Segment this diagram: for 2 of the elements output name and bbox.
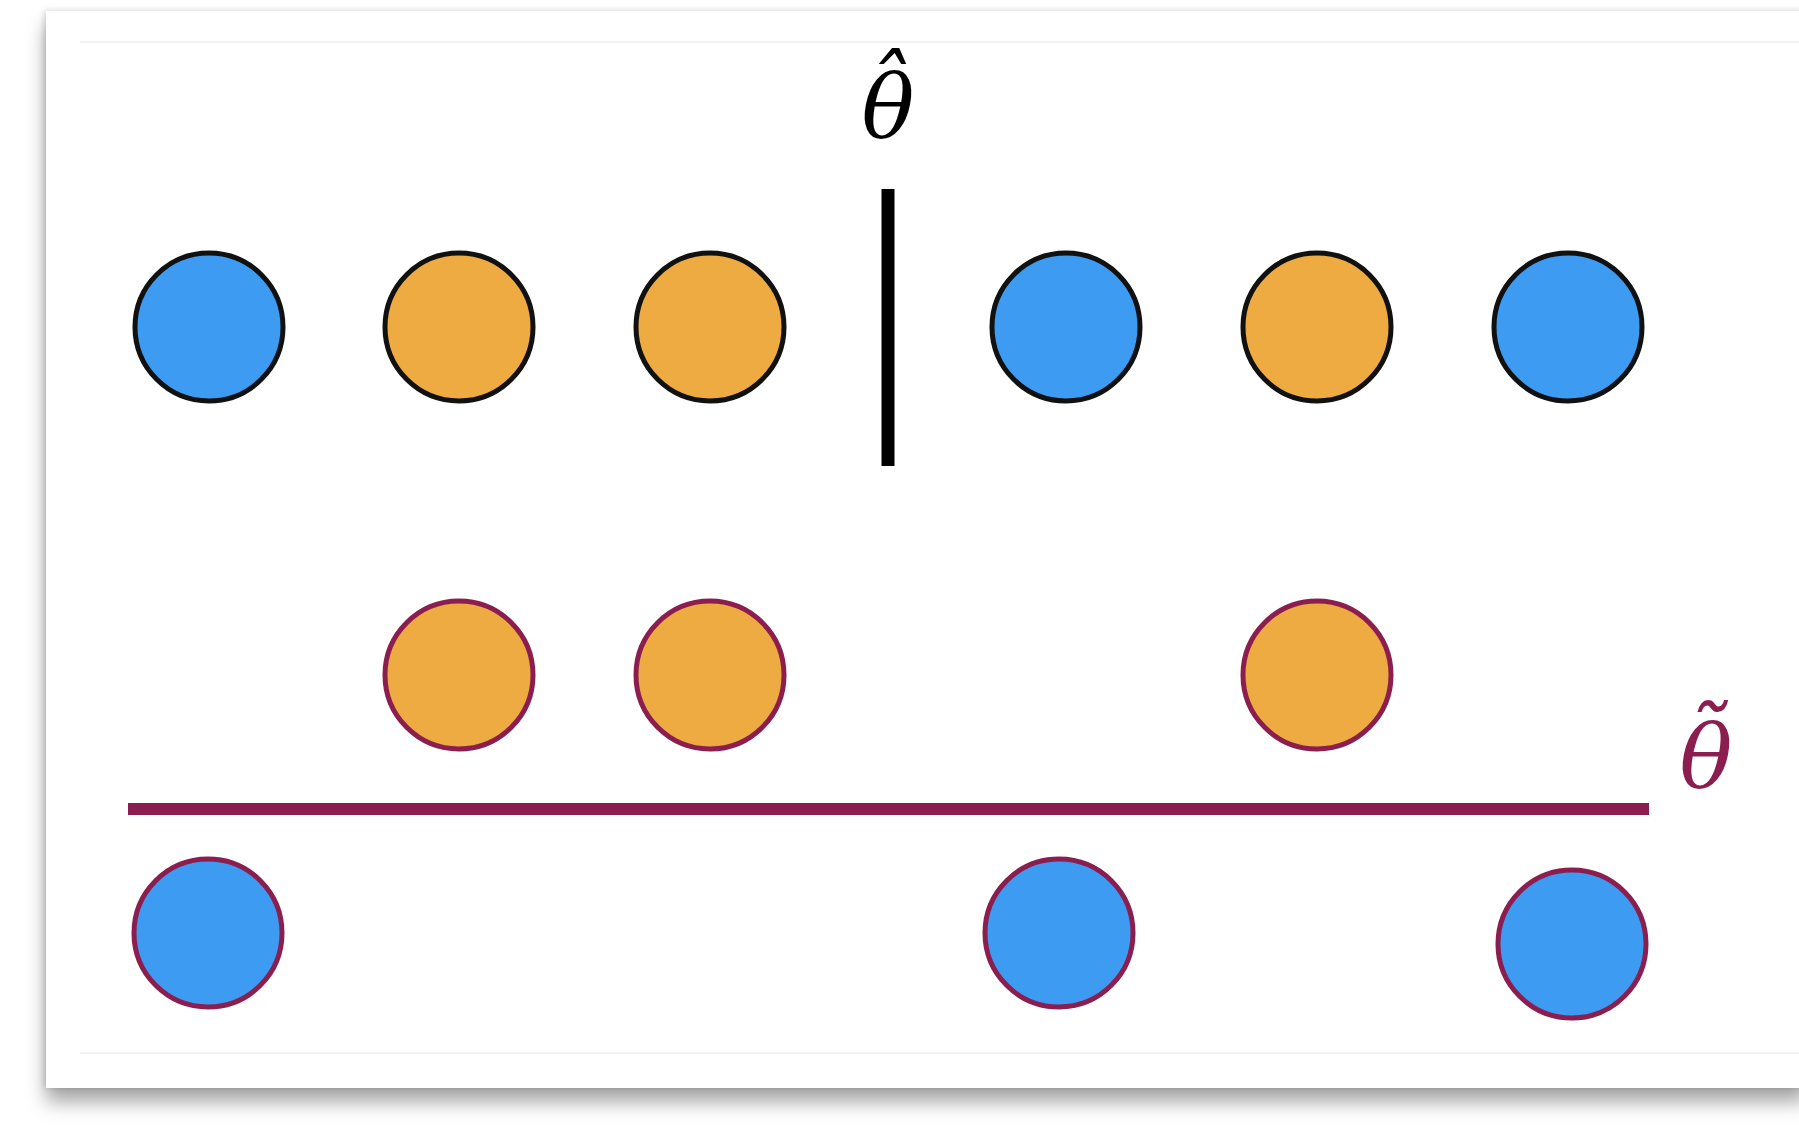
threshold-label: θ̃	[1679, 700, 1733, 815]
threshold-label: θ̂	[861, 50, 915, 165]
